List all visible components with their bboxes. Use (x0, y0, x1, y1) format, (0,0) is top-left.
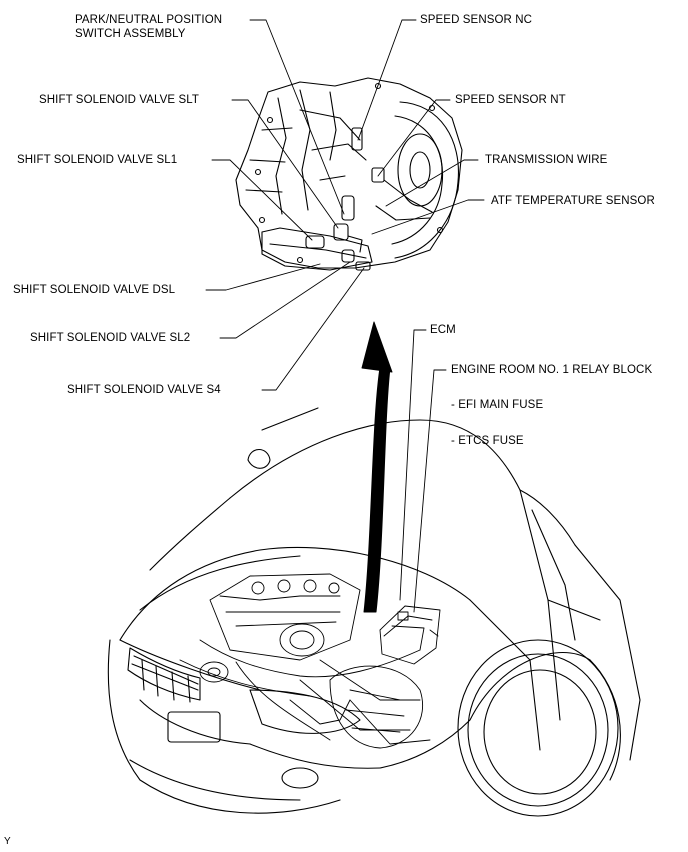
label-speed-sensor-nc: SPEED SENSOR NC (420, 14, 533, 26)
label-shift-solenoid-sl2: SHIFT SOLENOID VALVE SL2 (30, 332, 191, 344)
label-shift-solenoid-s4: SHIFT SOLENOID VALVE S4 (67, 384, 221, 396)
label-etcs-fuse: - ETCS FUSE (451, 435, 524, 447)
engine-bay (179, 573, 441, 749)
label-speed-sensor-nt: SPEED SENSOR NT (455, 94, 566, 106)
label-shift-solenoid-dsl: SHIFT SOLENOID VALVE DSL (13, 284, 176, 296)
label-efi-main-fuse: - EFI MAIN FUSE (451, 399, 544, 411)
leader-lines-top (205, 19, 485, 391)
label-shift-solenoid-sl1: SHIFT SOLENOID VALVE SL1 (17, 154, 178, 166)
vehicle (107, 407, 641, 817)
label-atf-temperature-sensor: ATF TEMPERATURE SENSOR (491, 195, 655, 207)
transmission-assembly (235, 77, 463, 271)
location-arrow (361, 321, 393, 613)
label-shift-solenoid-slt: SHIFT SOLENOID VALVE SLT (39, 94, 200, 106)
figure-id: Y (4, 836, 11, 847)
label-transmission-wire: TRANSMISSION WIRE (485, 154, 608, 166)
leader-lines-ecm (399, 329, 447, 613)
label-park-neutral-switch: PARK/NEUTRAL POSITION SWITCH ASSEMBLY (75, 14, 223, 40)
label-ecm: ECM (430, 324, 456, 336)
label-engine-room-relay-block: ENGINE ROOM NO. 1 RELAY BLOCK (451, 364, 653, 376)
